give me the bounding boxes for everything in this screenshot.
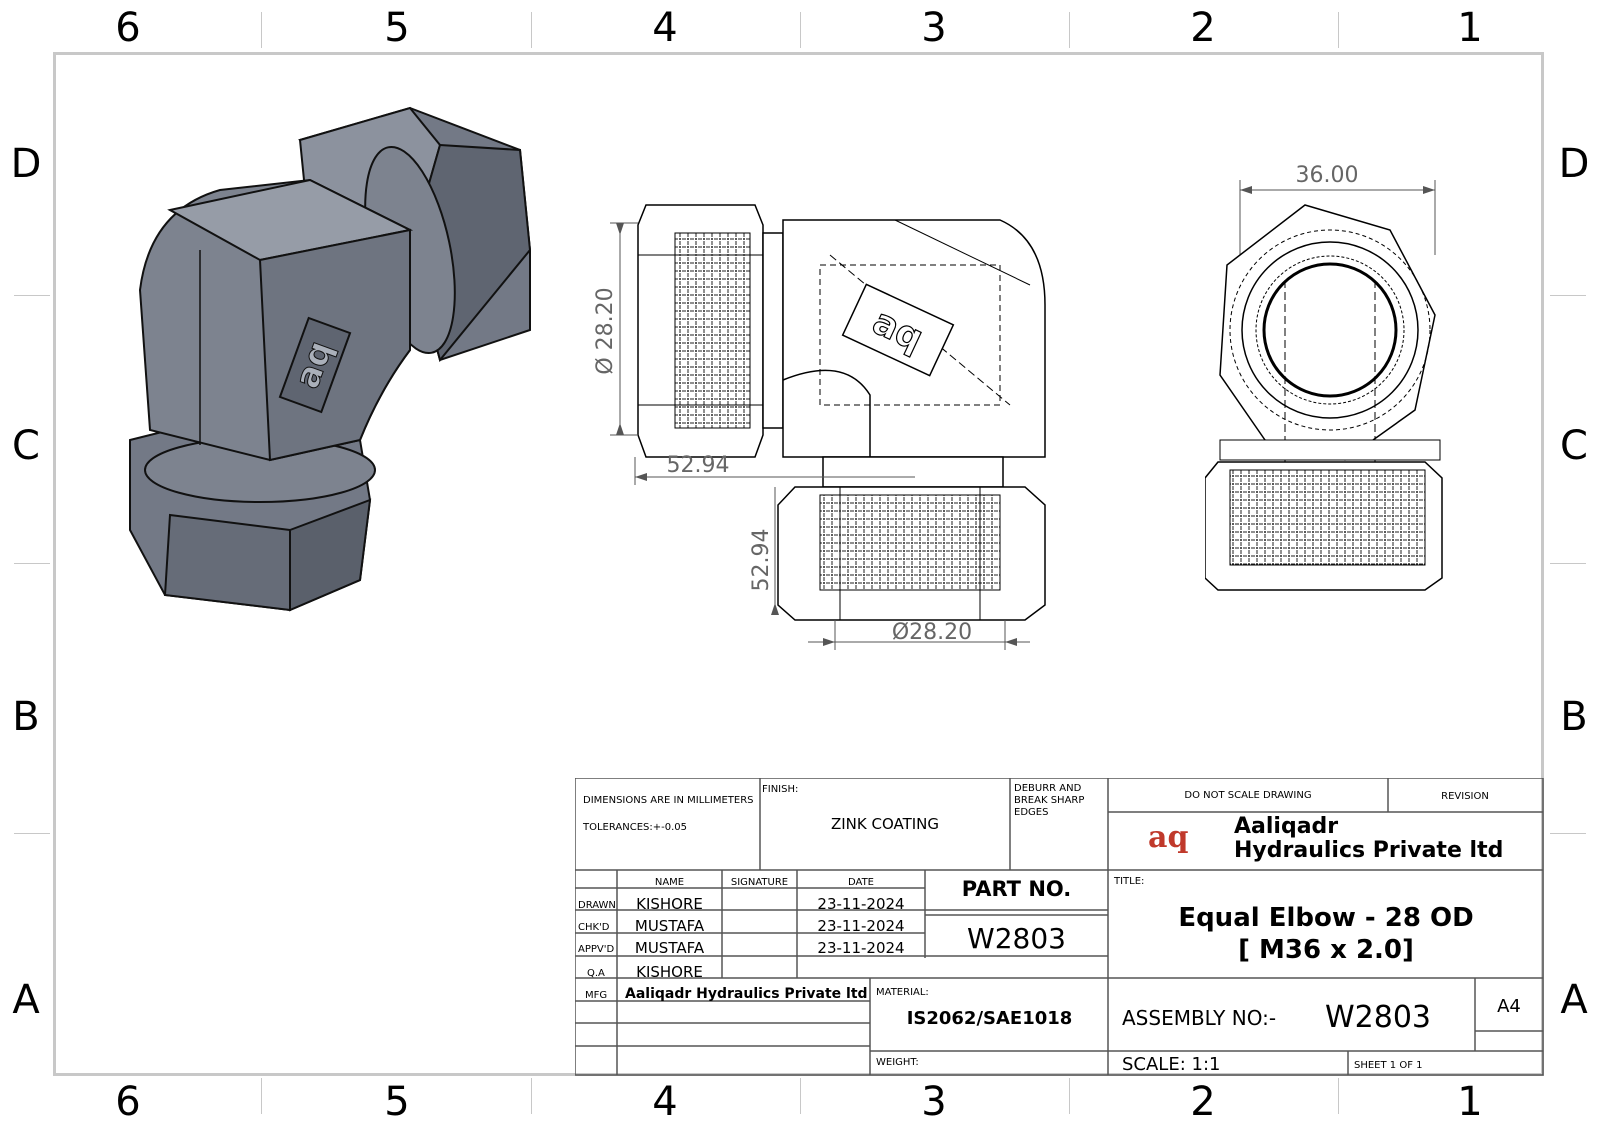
finish-label: FINISH:	[762, 784, 799, 795]
company-logo: aq	[1148, 820, 1189, 855]
dim-front-len-vertical: 52.94	[749, 529, 774, 592]
row-appvd-date: 23-11-2024	[817, 939, 905, 957]
zone-row-left-A: A	[12, 977, 40, 1023]
finish-value: ZINK COATING	[830, 815, 940, 833]
row-drawn-date: 23-11-2024	[817, 895, 905, 913]
zone-row-right-C: C	[1560, 423, 1588, 469]
sheet-number: SHEET 1 OF 1	[1354, 1060, 1423, 1071]
zone-col-bottom-5: 5	[384, 1079, 410, 1125]
row-qa-name: KISHORE	[636, 963, 703, 981]
isometric-view: aq	[129, 106, 532, 612]
row-drawn-name: KISHORE	[636, 895, 703, 913]
deburr-note: DEBURR AND BREAK SHARP EDGES	[1014, 783, 1085, 818]
zone-row-right-D: D	[1558, 141, 1590, 187]
dim-front-len-horizontal: 52.94	[667, 453, 730, 478]
row-chkd-role: CHK'D	[578, 922, 610, 933]
assembly-label: ASSEMBLY NO:-	[1122, 1006, 1277, 1030]
col-signature-header: SIGNATURE	[730, 877, 789, 888]
title-block-grid	[575, 778, 1544, 1076]
zone-row-left-C: C	[12, 423, 40, 469]
zone-row-left-D: D	[10, 141, 42, 187]
title-line2: [ M36 x 2.0]	[1238, 935, 1414, 965]
tolerances: TOLERANCES:+-0.05	[583, 822, 688, 833]
dims-note: DIMENSIONS ARE IN MILLIMETERS	[583, 795, 754, 806]
zone-row-right-B: B	[1560, 694, 1588, 740]
scale: SCALE: 1:1	[1122, 1054, 1221, 1075]
row-appvd-name: MUSTAFA	[634, 939, 705, 957]
revision-label: REVISION	[1441, 791, 1489, 802]
company-name-line2: Hydraulics Private ltd	[1234, 838, 1504, 863]
material-value: IS2062/SAE1018	[906, 1008, 1073, 1029]
zone-col-top-5: 5	[384, 5, 410, 51]
zone-col-bottom-4: 4	[652, 1079, 678, 1125]
weight-label: WEIGHT:	[876, 1057, 919, 1068]
part-no-value: W2803	[967, 922, 1066, 955]
row-chkd-name: MUSTAFA	[634, 917, 705, 935]
front-view: aq Ø 28.20 52.94 52.94 Ø28.20	[593, 204, 1046, 650]
zone-col-top-2: 2	[1190, 5, 1216, 51]
zone-col-bottom-6: 6	[115, 1079, 141, 1125]
row-qa-role: Q.A	[587, 968, 605, 979]
dim-front-dia-vertical: Ø 28.20	[593, 287, 618, 374]
zone-col-top-4: 4	[652, 5, 678, 51]
row-chkd-date: 23-11-2024	[817, 917, 905, 935]
company-name-line1: Aaliqadr	[1234, 814, 1339, 839]
row-appvd-role: APPV'D	[578, 944, 615, 955]
col-date-header: DATE	[847, 877, 874, 888]
title-line1: Equal Elbow - 28 OD	[1178, 903, 1474, 933]
assembly-value: W2803	[1325, 1000, 1432, 1035]
sheet-size: A4	[1497, 996, 1521, 1017]
do-not-scale: DO NOT SCALE DRAWING	[1184, 790, 1312, 801]
zone-col-bottom-2: 2	[1190, 1079, 1216, 1125]
zone-row-right-A: A	[1560, 977, 1588, 1023]
dim-side-width: 36.00	[1296, 163, 1359, 188]
title-label: TITLE:	[1114, 876, 1145, 887]
row-drawn-role: DRAWN	[578, 900, 616, 911]
material-label: MATERIAL:	[876, 987, 929, 998]
dim-front-dia-horizontal: Ø28.20	[892, 620, 972, 645]
zone-col-top-3: 3	[921, 5, 947, 51]
zone-col-bottom-1: 1	[1457, 1079, 1483, 1125]
mfg-value: Aaliqadr Hydraulics Private ltd	[625, 986, 868, 1002]
part-no-label: PART NO.	[961, 877, 1072, 901]
zone-col-top-6: 6	[115, 5, 141, 51]
side-view: 36.00	[1205, 163, 1443, 591]
col-name-header: NAME	[654, 877, 685, 888]
zone-row-left-B: B	[12, 694, 40, 740]
zone-col-bottom-3: 3	[921, 1079, 947, 1125]
zone-col-top-1: 1	[1457, 5, 1483, 51]
mfg-label: MFG	[585, 990, 608, 1001]
